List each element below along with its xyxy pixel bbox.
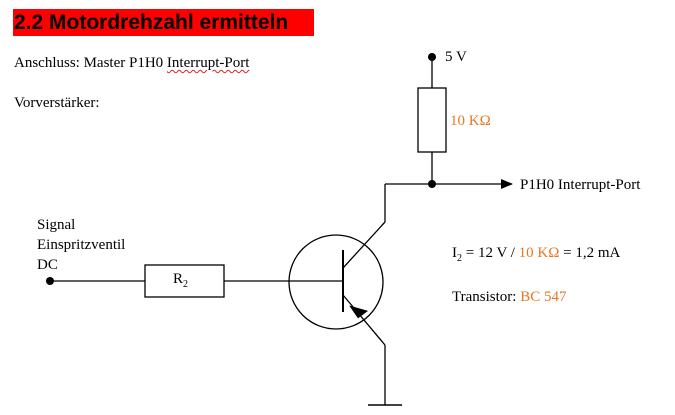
supply-label: 5 V <box>445 49 467 65</box>
base-resistor-sub: 2 <box>183 279 189 290</box>
supply-node-icon <box>428 53 436 61</box>
current-formula: I2 = 12 V / 10 KΩ = 1,2 mA <box>452 245 620 264</box>
connection-line: Anschluss: Master P1H0 Interrupt-Port <box>14 55 249 72</box>
page-title: 2.2 Motordrehzahl ermitteln <box>13 9 314 36</box>
formula-part1: = 12 V / <box>462 245 519 261</box>
transistor-label: Transistor: <box>452 289 521 305</box>
input-label: Signal Einspritzventil DC <box>37 215 125 275</box>
pullup-resistor-symbol <box>417 87 447 153</box>
input-node-icon <box>46 277 54 285</box>
formula-resistor: 10 KΩ <box>518 245 560 261</box>
pullup-resistor-label: 10 KΩ <box>450 113 491 129</box>
transistor-circle <box>288 234 384 330</box>
input-label-line: Signal <box>37 217 76 233</box>
input-label-line: DC <box>37 257 58 273</box>
formula-result: = 1,2 mA <box>559 245 621 261</box>
transistor-type: BC 547 <box>520 289 567 305</box>
transistor-emitter <box>342 294 386 346</box>
preamp-label: Vorverstärker: <box>14 95 100 111</box>
output-node-icon <box>428 180 436 188</box>
base-resistor-main: R <box>173 271 184 287</box>
connection-port: Interrupt-Port <box>166 55 250 71</box>
transistor-collector <box>342 221 386 269</box>
transistor-info: Transistor: BC 547 <box>452 289 566 306</box>
base-resistor-label: R2 <box>173 271 188 290</box>
formula-lhs-sub: 2 <box>457 253 462 264</box>
connection-prefix: Anschluss: Master P1H0 <box>14 55 167 71</box>
formula-lhs: I <box>452 245 457 261</box>
output-label: P1H0 Interrupt-Port <box>520 177 641 193</box>
input-label-line: Einspritzventil <box>37 237 126 253</box>
emitter-arrow-icon <box>349 305 369 319</box>
